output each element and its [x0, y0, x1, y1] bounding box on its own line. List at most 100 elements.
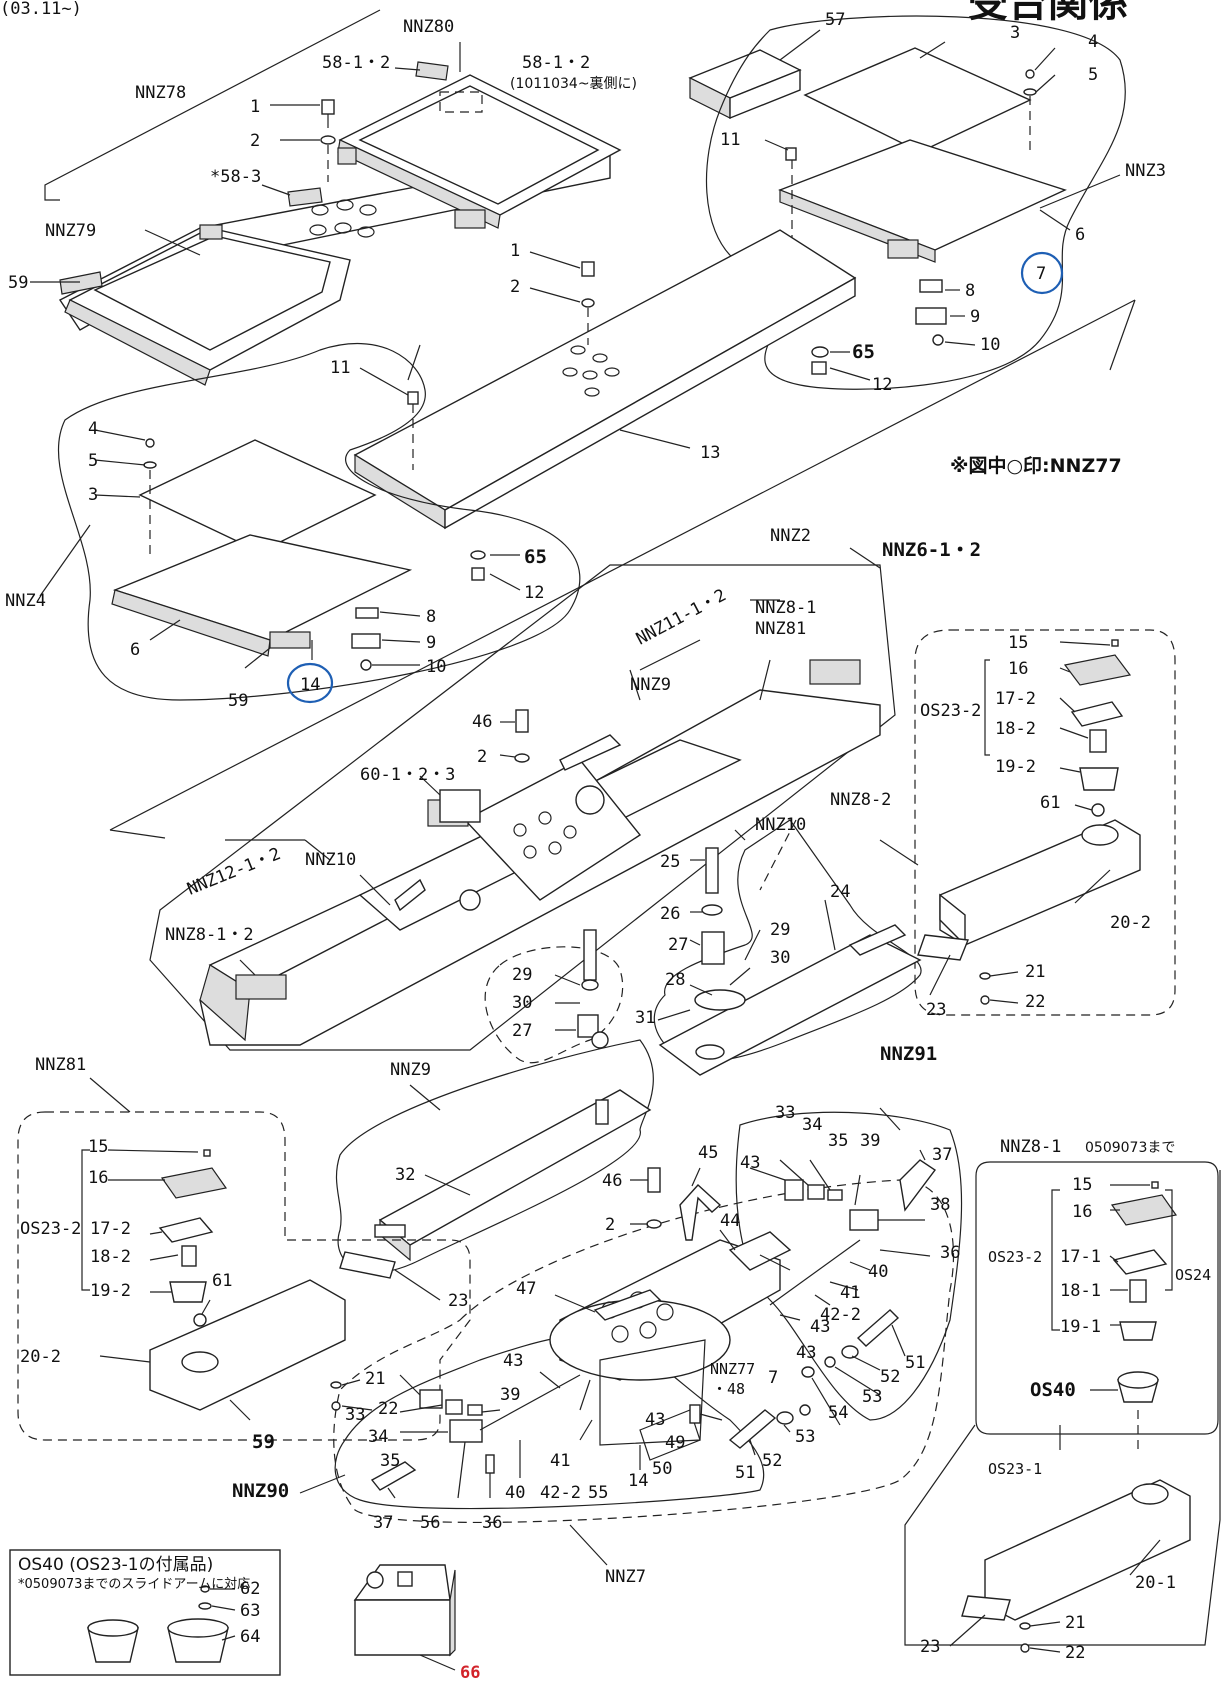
callout-bl-56: 56 — [420, 1513, 440, 1533]
callout-r-10: 10 — [980, 335, 1000, 355]
callout-ll-16: 16 — [88, 1168, 108, 1188]
nnz8-2-assembly — [879, 629, 1176, 1016]
callout-b-2: 2 — [605, 1215, 615, 1235]
callout-br-18-1: 18-1 — [1060, 1281, 1101, 1301]
callout-l-10: 10 — [426, 657, 446, 677]
legend-part-63: 63 — [240, 1601, 260, 1621]
callout-r-3: 3 — [1010, 23, 1020, 43]
assembly-nnz9-mid: NNZ9 — [390, 1060, 431, 1080]
callout-br-15: 15 — [1072, 1175, 1092, 1195]
assembly-os40: OS40 — [1030, 1379, 1076, 1401]
assembly-nnz79: NNZ79 — [45, 221, 96, 241]
callout-r-5: 5 — [1088, 65, 1098, 85]
callout-ll-15: 15 — [88, 1137, 108, 1157]
callout-bl-42-2: 42-2 — [540, 1483, 581, 1503]
callout-ll-18-2: 18-2 — [90, 1247, 131, 1267]
callout-l-59: 59 — [228, 691, 248, 711]
header-top-right: 受台関係 — [968, 0, 1128, 26]
callout-l-9: 9 — [426, 633, 436, 653]
callout-b-41: 41 — [840, 1283, 860, 1303]
callout-r-9: 9 — [970, 307, 980, 327]
nnz6-arm-assembly — [149, 547, 896, 1051]
callout-s-30b: 30 — [512, 993, 532, 1013]
nnz77-marker-14 — [286, 662, 334, 704]
nnz7-arm-assembly — [299, 1107, 963, 1566]
callout-s-28: 28 — [665, 970, 685, 990]
plate-assembly-top-left — [58, 61, 622, 386]
callout-b-14: 14 — [628, 1471, 648, 1491]
callout-b-33: 33 — [775, 1103, 795, 1123]
callout-59-top: 59 — [8, 273, 28, 293]
callout-58-3: *58-3 — [210, 167, 261, 187]
callout-ll-22: 22 — [378, 1399, 398, 1419]
assembly-nnz77-48-b: ・48 — [712, 1380, 745, 1398]
callout-b-49: 49 — [665, 1433, 685, 1453]
assembly-nnz8-1-2: NNZ8-1・2 — [165, 925, 254, 945]
callout-bl-33: 33 — [345, 1405, 365, 1425]
callout-b-52b: 52 — [762, 1451, 782, 1471]
callout-58-1-2-b: 58-1・2 — [522, 53, 590, 73]
assembly-nnz81-left: NNZ81 — [35, 1055, 86, 1075]
callout-b-39: 39 — [860, 1131, 880, 1151]
callout-m-46: 46 — [472, 712, 492, 732]
callout-r-8: 8 — [965, 281, 975, 301]
callout-l-5: 5 — [88, 451, 98, 471]
callout-rr-61: 61 — [1040, 793, 1060, 813]
nnz81-assembly — [17, 1077, 471, 1441]
assembly-nnz91: NNZ91 — [880, 1043, 937, 1065]
callout-br-22: 22 — [1065, 1643, 1085, 1663]
callout-c-2: 2 — [510, 277, 520, 297]
callout-s-31: 31 — [635, 1008, 655, 1028]
callout-b-53: 53 — [862, 1387, 882, 1407]
callout-b-53b: 53 — [795, 1427, 815, 1447]
callout-bl-36: 36 — [482, 1513, 502, 1533]
callout-rr-23: 23 — [926, 1000, 946, 1020]
assembly-nnz77-48: NNZ77 — [710, 1360, 755, 1378]
assembly-nnz4: NNZ4 — [5, 591, 46, 611]
assembly-nnz8-2: NNZ8-2 — [830, 790, 891, 810]
assembly-os23-1: OS23-1 — [988, 1460, 1042, 1478]
assembly-os24: OS24 — [1175, 1266, 1211, 1284]
nnz77-marker-7 — [1020, 251, 1064, 295]
nnz4-assembly — [39, 342, 581, 704]
callout-b-36: 36 — [940, 1243, 960, 1263]
callout-r-11: 11 — [720, 130, 740, 150]
callout-b-35: 35 — [828, 1131, 848, 1151]
callout-ll-59: 59 — [252, 1431, 275, 1453]
callout-rr-16: 16 — [1008, 659, 1028, 679]
callout-b-7: 7 — [768, 1368, 778, 1388]
assembly-nnz81-top: NNZ81 — [755, 619, 806, 639]
callout-b-43a: 43 — [740, 1153, 760, 1173]
legend-title: OS40 (OS23-1の付属品) — [18, 1555, 213, 1575]
callout-b-43d: 43 — [645, 1410, 665, 1430]
callout-b-43c: 43 — [796, 1343, 816, 1363]
callout-bl-37: 37 — [373, 1513, 393, 1533]
callout-s-29b: 29 — [512, 965, 532, 985]
callout-bl-40: 40 — [505, 1483, 525, 1503]
callout-b-50: 50 — [652, 1459, 672, 1479]
callout-ll-21: 21 — [365, 1369, 385, 1389]
callout-s-30: 30 — [770, 948, 790, 968]
callout-ll-20-2: 20-2 — [20, 1347, 61, 1367]
callout-l-14: 14 — [300, 675, 320, 695]
legend-part-62: 62 — [240, 1579, 260, 1599]
callout-b-37: 37 — [932, 1145, 952, 1165]
assembly-nnz10-mid: NNZ10 — [755, 815, 806, 835]
callout-l-6: 6 — [130, 640, 140, 660]
callout-b-46: 46 — [602, 1171, 622, 1191]
callout-s-24: 24 — [830, 882, 850, 902]
leaders-top-left — [30, 9, 461, 283]
callout-s-27b: 27 — [512, 1021, 532, 1041]
callout-b-44: 44 — [720, 1211, 740, 1231]
callout-r-65: 65 — [852, 341, 875, 363]
assembly-nnz6: NNZ6-1・2 — [882, 539, 981, 561]
callout-rr-22: 22 — [1025, 992, 1045, 1012]
callout-r-4: 4 — [1088, 32, 1098, 52]
callout-b-51: 51 — [905, 1353, 925, 1373]
callout-b-42-2: 42-2 — [820, 1305, 861, 1325]
callout-c-1: 1 — [510, 241, 520, 261]
callout-m-60: 60-1・2・3 — [360, 765, 455, 785]
callout-b-54: 54 — [828, 1403, 848, 1423]
callout-l-11: 11 — [330, 358, 350, 378]
